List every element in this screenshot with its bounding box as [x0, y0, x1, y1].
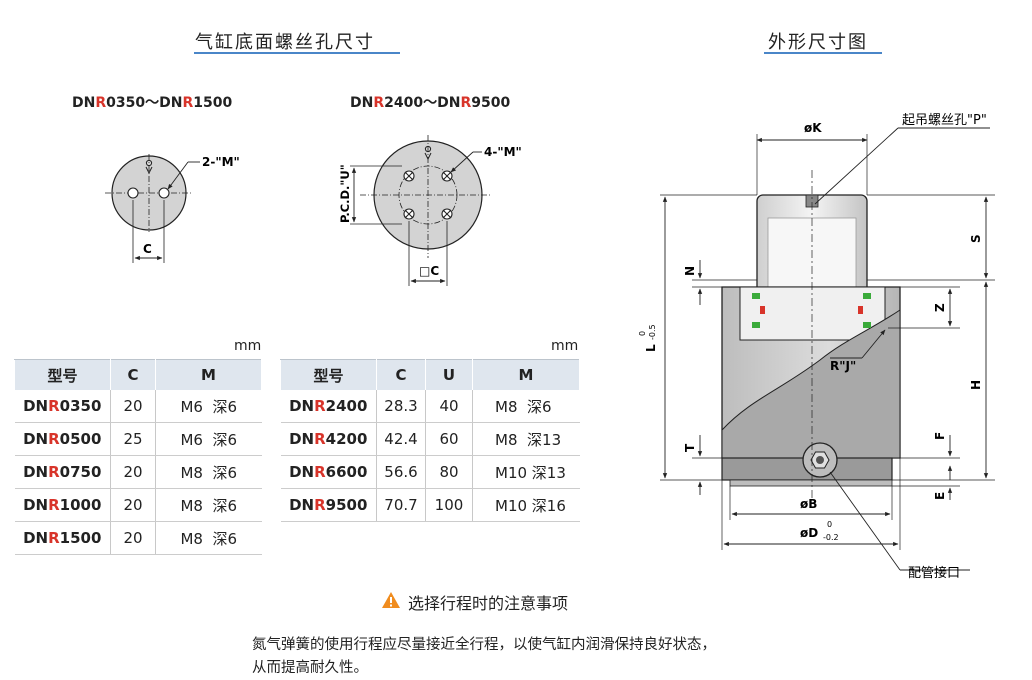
left-title-underline [194, 52, 400, 54]
label-h: H [969, 380, 983, 390]
label-d-tol-dn: -0.2 [823, 533, 839, 542]
label-s: S [969, 234, 983, 243]
note-title: 选择行程时的注意事项 [408, 594, 569, 613]
table1-unit: mm [234, 338, 262, 354]
label-d: øD [800, 526, 818, 540]
table2-header-model: 型号 [280, 359, 377, 390]
table2-header-m: M [472, 359, 580, 390]
small-bottom-view-diagram: 2-"M" C [105, 154, 240, 263]
table2-unit: mm [551, 338, 579, 354]
label-c-large: □C [419, 264, 439, 278]
table2-header-c: C [376, 359, 426, 390]
screw-hole [127, 187, 139, 199]
small-model-range: DNR0350～DNR1500 [72, 95, 233, 111]
label-b: øB [800, 497, 817, 511]
note-body: 氮气弹簧的使用行程应尽量接近全行程，以使气缸内润滑保持良好状态， 从而提高耐久性… [252, 634, 716, 680]
warning-icon [382, 592, 400, 608]
label-pcd: P.C.D."U" [338, 164, 352, 223]
label-k: øK [804, 121, 822, 135]
label-port: 配管接口 [908, 565, 960, 580]
label-d-tol-up: 0 [827, 520, 832, 529]
label-t: T [683, 443, 697, 452]
note-line-2: 从而提高耐久性。 [252, 660, 368, 676]
left-section-title: 气缸底面螺丝孔尺寸 [195, 32, 375, 53]
label-lift-hole: 起吊螺丝孔"P" [902, 113, 987, 128]
outline-dimension-drawing: øK 起吊螺丝孔"P" S Z H F E L 0 -0.5 N T R"J" … [638, 113, 995, 580]
label-z: Z [933, 303, 947, 312]
label-2m: 2-"M" [202, 155, 240, 169]
table1-header-model: 型号 [14, 359, 111, 390]
note-line-1: 氮气弹簧的使用行程应尽量接近全行程，以使气缸内润滑保持良好状态， [252, 637, 716, 653]
table1-header-c: C [110, 359, 156, 390]
label-l: L [644, 344, 658, 352]
label-l-tol-dn: -0.5 [648, 324, 657, 340]
label-c-small: C [143, 242, 152, 256]
large-bottom-view-diagram: 4-"M" P.C.D."U" □C [338, 135, 522, 286]
label-l-tol-up: 0 [638, 331, 647, 336]
table1-header-m: M [155, 359, 262, 390]
right-title-underline [764, 52, 882, 54]
right-section-title: 外形尺寸图 [768, 32, 868, 53]
label-f: F [933, 432, 947, 440]
table2-header-u: U [425, 359, 473, 390]
label-rj: R"J" [830, 359, 856, 373]
label-n: N [683, 266, 697, 276]
label-e: E [933, 492, 947, 500]
large-model-range: DNR2400～DNR9500 [350, 95, 511, 111]
pcd-circle [398, 165, 458, 225]
label-4m: 4-"M" [484, 145, 522, 159]
screw-hole [158, 187, 170, 199]
